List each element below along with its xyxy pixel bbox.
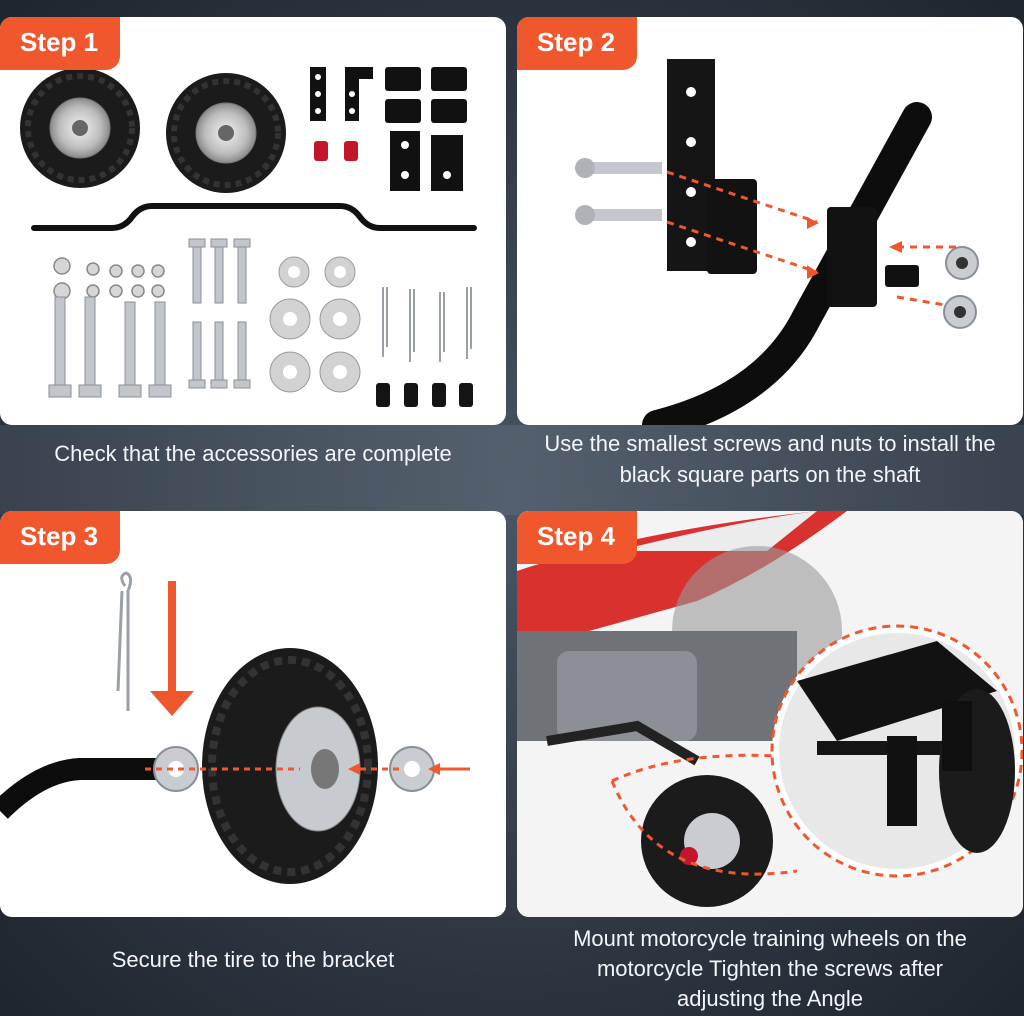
step-1-caption: Check that the accessories are complete — [54, 441, 452, 466]
cotter-pin-icon — [382, 287, 472, 362]
cotter-pin-icon — [116, 571, 133, 711]
hex-screw-icon — [376, 383, 473, 407]
dirt-bike-image — [517, 511, 1023, 917]
hex-screw-icon — [885, 265, 919, 287]
accessories-illustration — [20, 67, 477, 407]
shaft-icon — [31, 203, 477, 231]
shaft-assembly-illustration — [575, 59, 979, 425]
wheel-icon — [20, 68, 140, 188]
washer-icon — [269, 256, 361, 393]
washer-icon — [153, 746, 435, 792]
step-1-panel: Step 1 — [0, 17, 506, 425]
tire-mount-illustration — [0, 571, 470, 884]
nut-icon — [53, 257, 165, 300]
shaft-icon — [642, 102, 932, 425]
nut-icon — [943, 246, 979, 329]
step-3-caption: Secure the tire to the bracket — [111, 947, 395, 972]
valve-cap-icon — [344, 141, 358, 161]
step-4-label: Step 4 — [517, 511, 638, 564]
step-1-label: Step 1 — [0, 17, 121, 70]
step-4-caption: Mount motorcycle training wheels on the … — [573, 926, 967, 1011]
bolt-icon — [575, 158, 662, 225]
step-3-panel: Step 3 — [0, 511, 506, 917]
wheel-icon — [202, 648, 378, 884]
shaft-icon — [0, 758, 190, 819]
clamp-block-icon — [707, 179, 757, 274]
bracket-icon — [310, 67, 467, 191]
step-4-panel: Step 4 — [517, 511, 1023, 917]
bolt-icon — [48, 238, 251, 398]
step-2-caption: Use the smallest screws and nuts to inst… — [544, 431, 996, 487]
step-2-panel: Step 2 — [517, 17, 1023, 425]
clamp-block-icon — [827, 207, 877, 307]
arrow-down-icon — [168, 581, 176, 696]
background-band — [0, 425, 1024, 515]
step-3-label: Step 3 — [0, 511, 121, 564]
step-2-label: Step 2 — [517, 17, 638, 70]
wheel-icon — [166, 73, 286, 193]
valve-cap-icon — [314, 141, 328, 161]
